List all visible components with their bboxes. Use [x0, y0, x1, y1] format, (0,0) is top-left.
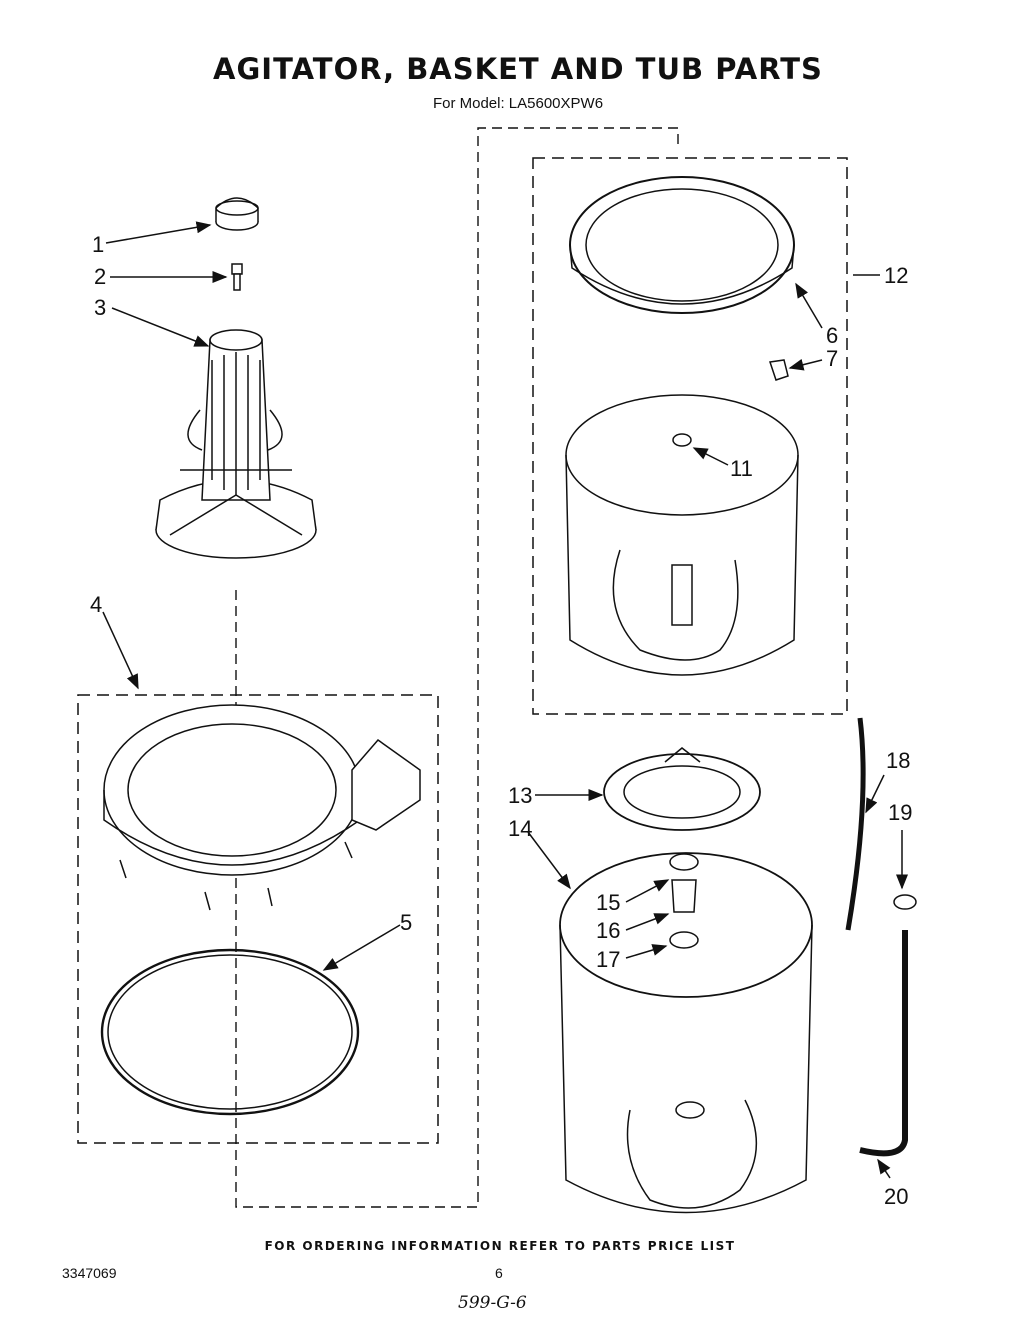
basket — [565, 394, 799, 676]
seal-ring — [100, 948, 360, 1116]
drain-hose — [859, 930, 908, 1157]
ordering-note: FOR ORDERING INFORMATION REFER TO PARTS … — [264, 1239, 736, 1253]
callout-17: 17 — [596, 947, 620, 972]
callout-16: 16 — [596, 918, 620, 943]
group-4-box — [77, 694, 439, 1144]
callout-1: 1 — [92, 232, 104, 257]
callout-20: 20 — [884, 1184, 908, 1209]
handwritten-code: 599-G-6 — [458, 1293, 527, 1313]
hose-clamp — [893, 894, 917, 910]
retainer-ring — [669, 853, 699, 871]
drive-block — [603, 747, 761, 831]
basket-ring — [569, 176, 795, 314]
callout-4: 4 — [90, 592, 102, 617]
callout-18: 18 — [886, 748, 910, 773]
outer-tub — [559, 852, 813, 1214]
seal — [669, 931, 699, 949]
callout-7: 7 — [826, 346, 838, 371]
agitator-cap — [215, 197, 259, 231]
page-number: 6 — [495, 1265, 503, 1281]
group-12-box — [532, 157, 848, 715]
page-title: AGITATOR, BASKET AND TUB PARTS — [213, 52, 823, 86]
model-subtitle: For Model: LA5600XPW6 — [432, 95, 604, 112]
pump-hose — [845, 717, 866, 931]
callout-19: 19 — [888, 800, 912, 825]
callout-3: 3 — [94, 295, 106, 320]
callout-6: 6 — [826, 323, 838, 348]
alignment-line — [235, 127, 679, 1208]
callout-5: 5 — [400, 910, 412, 935]
callout-12: 12 — [884, 263, 908, 288]
ring-clip — [769, 359, 789, 381]
document-number: 3347069 — [62, 1265, 117, 1281]
callout-13: 13 — [508, 783, 532, 808]
coupling — [671, 879, 697, 913]
callout-2: 2 — [94, 264, 106, 289]
callout-14: 14 — [508, 816, 532, 841]
callout-11: 11 — [730, 456, 753, 481]
agitator — [155, 329, 317, 559]
callout-15: 15 — [596, 890, 620, 915]
agitator-bolt — [231, 263, 243, 291]
tub-ring — [103, 704, 421, 911]
